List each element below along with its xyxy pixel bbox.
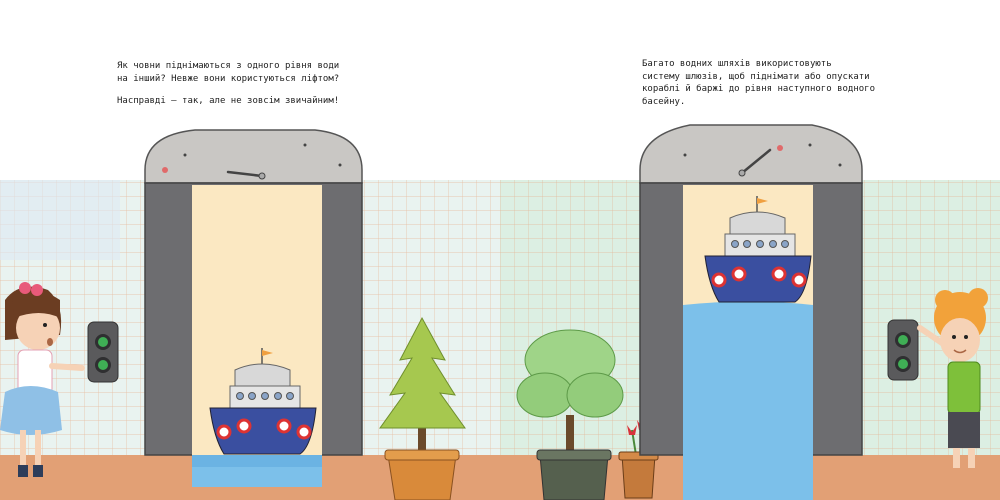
left-text-block: Як човни піднімаються з одного рівня вод…: [117, 60, 397, 118]
right-illustration: [500, 124, 1000, 500]
left-illustration: [0, 129, 500, 500]
left-paragraph-1: Як човни піднімаються з одного рівня вод…: [117, 61, 340, 84]
right-page: Багато водних шляхів використовують сист…: [500, 0, 1000, 500]
right-text-block: Багато водних шляхів використовують сист…: [642, 58, 942, 118]
elevator-button-icon: [87, 321, 119, 383]
girl-figure: [0, 282, 85, 477]
elevator-button-icon: [887, 319, 919, 381]
left-page: Як човни піднімаються з одного рівня вод…: [0, 60, 500, 500]
ship-icon: [704, 196, 812, 303]
tree-icon: [379, 316, 466, 500]
elevator: [639, 124, 863, 500]
ship-icon: [209, 348, 317, 455]
water: [683, 301, 813, 455]
right-paragraph-1: Багато водних шляхів використовують сист…: [642, 59, 875, 107]
left-paragraph-2: Насправді — так, але не зовсім звичайним…: [117, 96, 340, 106]
plant-icon: [516, 329, 624, 500]
boy-figure: [917, 288, 988, 468]
